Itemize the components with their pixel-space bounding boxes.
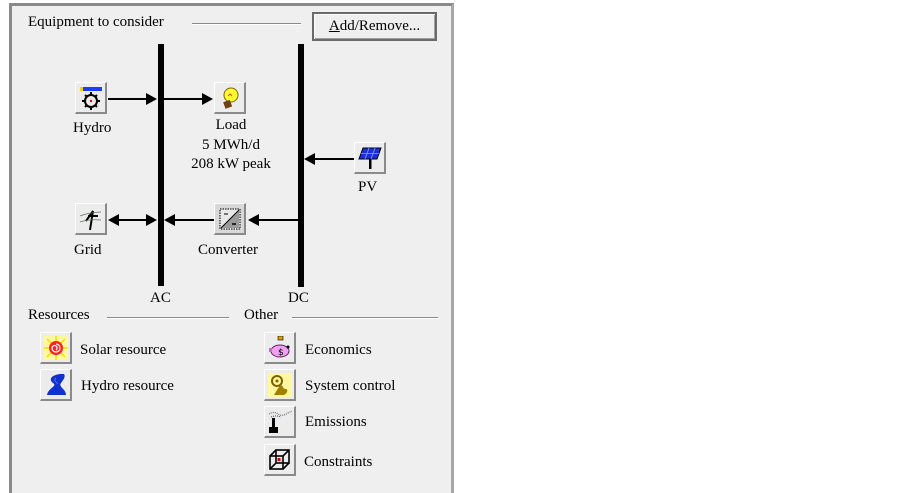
hydro-arrow xyxy=(146,93,157,105)
hydro-connector xyxy=(108,98,150,100)
pv-arrow xyxy=(304,153,315,165)
equipment-divider xyxy=(192,23,301,25)
economics-button[interactable]: $ xyxy=(264,332,296,364)
grid-arrow-right xyxy=(146,214,157,226)
other-divider xyxy=(292,317,438,319)
water-stream-icon xyxy=(47,374,66,395)
add-remove-label: dd/Remove... xyxy=(339,18,421,34)
load-label: Load xyxy=(215,117,247,133)
solar-panel-icon xyxy=(358,147,382,169)
other-group-title: Other xyxy=(244,307,279,323)
load-button[interactable] xyxy=(214,82,246,114)
constraints-button[interactable] xyxy=(264,444,296,476)
grid-label: Grid xyxy=(74,242,102,258)
converter-arrow-ac xyxy=(164,214,175,226)
dc-bus xyxy=(298,44,304,287)
power-tower-icon xyxy=(79,210,102,231)
emissions-label: Emissions xyxy=(305,414,367,430)
system-control-button[interactable] xyxy=(264,369,296,401)
load-peak: 208 kW peak xyxy=(191,156,271,172)
converter-button[interactable] xyxy=(214,203,246,235)
converter-dc-connector xyxy=(258,219,298,221)
hydro-label: Hydro xyxy=(73,120,112,136)
converter-ac-connector xyxy=(174,219,214,221)
pv-connector xyxy=(314,158,354,160)
load-energy: 5 MWh/d xyxy=(202,137,260,153)
converter-arrow-dc xyxy=(248,214,259,226)
solar-resource-button[interactable] xyxy=(40,332,72,364)
resources-group-title: Resources xyxy=(28,307,90,323)
svg-text:$: $ xyxy=(278,348,284,358)
ac-bus-label: AC xyxy=(150,290,171,306)
hydro-turbine-icon xyxy=(80,87,102,110)
converter-icon xyxy=(219,208,241,230)
hydro-resource-button[interactable] xyxy=(40,369,72,401)
load-connector xyxy=(164,98,204,100)
grid-connector xyxy=(116,219,150,221)
light-bulb-icon xyxy=(223,87,239,109)
dc-bus-label: DC xyxy=(288,290,309,306)
grid-button[interactable] xyxy=(75,203,107,235)
system-control-icon xyxy=(268,373,292,397)
resources-divider xyxy=(107,317,229,319)
add-remove-accelerator: A xyxy=(328,18,340,34)
sun-icon xyxy=(44,336,68,360)
pv-button[interactable] xyxy=(354,142,386,174)
ac-bus xyxy=(158,44,164,286)
pv-label: PV xyxy=(358,179,378,195)
constraints-label: Constraints xyxy=(304,454,373,470)
add-remove-button[interactable]: Add/Remove... xyxy=(312,12,437,41)
hydro-button[interactable] xyxy=(75,82,107,114)
emissions-button[interactable] xyxy=(264,406,296,438)
system-control-label: System control xyxy=(305,378,396,394)
economics-label: Economics xyxy=(305,342,372,358)
cube-icon xyxy=(269,449,290,470)
equipment-group-title: Equipment to consider xyxy=(28,14,164,30)
solar-resource-label: Solar resource xyxy=(80,342,167,358)
hydro-resource-label: Hydro resource xyxy=(81,378,174,394)
converter-label: Converter xyxy=(198,242,258,258)
load-arrow xyxy=(202,93,213,105)
piggy-bank-icon: $ xyxy=(269,336,290,358)
grid-arrow-left xyxy=(108,214,119,226)
smokestack-icon xyxy=(268,410,292,433)
